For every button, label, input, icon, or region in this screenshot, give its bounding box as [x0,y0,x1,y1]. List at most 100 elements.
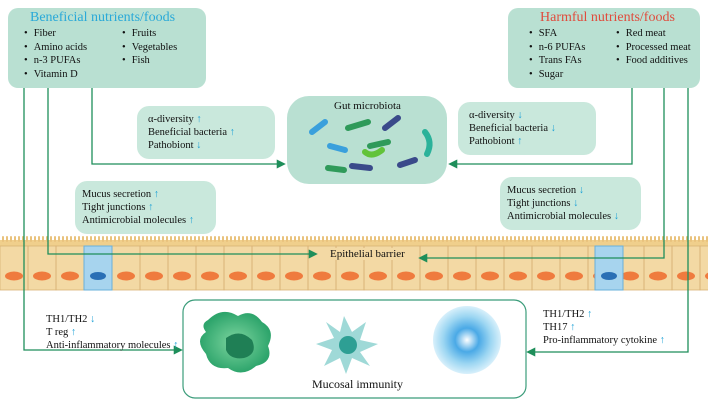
microvillus [86,236,88,242]
cell-nucleus [117,271,135,281]
microvillus [514,236,516,242]
microvillus [546,236,548,242]
microvillus [382,236,384,242]
cell-nucleus [397,271,415,281]
microvillus [698,236,700,242]
microvillus [630,236,632,242]
microvillus [254,236,256,242]
microvillus [130,236,132,242]
cell-nucleus [705,272,708,280]
microvillus [314,236,316,242]
arrow-harm-to-immunity [526,88,689,357]
goblet-cell-right [594,245,624,291]
microvillus [606,236,608,242]
microvillus [146,236,148,242]
barrier-left-item: Tight junctions ↑ [82,202,154,213]
microvillus [690,236,692,242]
down-arrow-icon: ↓ [90,314,96,325]
microvillus [694,236,696,242]
microvillus [362,236,364,242]
microvillus [14,236,16,242]
microvillus [486,236,488,242]
harmful-list-2: Red meat Processed meat Food additives [616,27,691,68]
microvillus [366,236,368,242]
microvillus [646,236,648,242]
microvillus [194,236,196,242]
arrow-ben-to-immunity [23,88,183,355]
microvillus [330,236,332,242]
list-item: Processed meat [616,41,691,55]
microvillus [414,236,416,242]
cell-nucleus [201,271,219,281]
microvillus [210,236,212,242]
microvillus [242,236,244,242]
microvillus [634,236,636,242]
microvillus [102,236,104,242]
microvillus [230,236,232,242]
cell-nucleus [33,271,51,281]
down-arrow-icon: ↓ [196,140,202,151]
microvillus [418,236,420,242]
macrophage-cell [200,311,271,373]
immunity-right-item: TH1/TH2 ↑ [543,309,593,320]
microvillus [534,236,536,242]
lymphocyte-cell [433,306,501,374]
immunity-left-item: T reg ↑ [46,327,77,338]
microvillus [478,236,480,242]
microvillus [6,236,8,242]
microvillus [590,236,592,242]
microbiota-right-box [458,102,596,155]
cell-nucleus [285,271,303,281]
microvillus [602,236,604,242]
microvillus [62,236,64,242]
bacteria-group [309,115,433,173]
microvillus [318,236,320,242]
microvillus [470,236,472,242]
microvillus [226,236,228,242]
microvillus [518,236,520,242]
microvillus [266,236,268,242]
microvillus [454,236,456,242]
up-arrow-icon: ↑ [153,189,159,200]
microvillus [298,236,300,242]
microbiota-left-item: Pathobiont ↓ [148,140,202,151]
microvillus [374,236,376,242]
microvillus [78,236,80,242]
down-arrow-icon: ↓ [573,198,579,209]
barrier-right-item: Antimicrobial molecules ↓ [507,211,619,222]
goblet-cell-left [83,245,113,291]
microvillus [346,236,348,242]
cell-nucleus [61,271,79,281]
microvillus [638,236,640,242]
microvillus [438,236,440,242]
microvillus [618,236,620,242]
cell-nucleus [173,271,191,281]
microvillus [234,236,236,242]
cell-nucleus [229,271,247,281]
cell-nucleus [621,271,639,281]
microbiota-left-item: α-diversity ↑ [148,114,202,125]
cell-nucleus [677,271,695,281]
list-item: Trans FAs [529,54,585,68]
cell-nucleus [509,271,527,281]
beneficial-list-2: Fruits Vegetables Fish [122,27,177,68]
microvillus [674,236,676,242]
microvillus [158,236,160,242]
microvillus [462,236,464,242]
microvillus [410,236,412,242]
microvillus [18,236,20,242]
arrow-harm-to-barrier [418,88,665,263]
microvillus [354,236,356,242]
microvillus [506,236,508,242]
microvillus [202,236,204,242]
microvillus [50,236,52,242]
list-item: Amino acids [24,41,87,55]
microvillus [642,236,644,242]
microvillus [598,236,600,242]
list-item: Fruits [122,27,177,41]
microvillus [250,236,252,242]
microbiota-left-box [137,106,275,159]
microvillus [258,236,260,242]
immunity-right-item: TH17 ↑ [543,322,576,333]
microvillus [702,236,704,242]
